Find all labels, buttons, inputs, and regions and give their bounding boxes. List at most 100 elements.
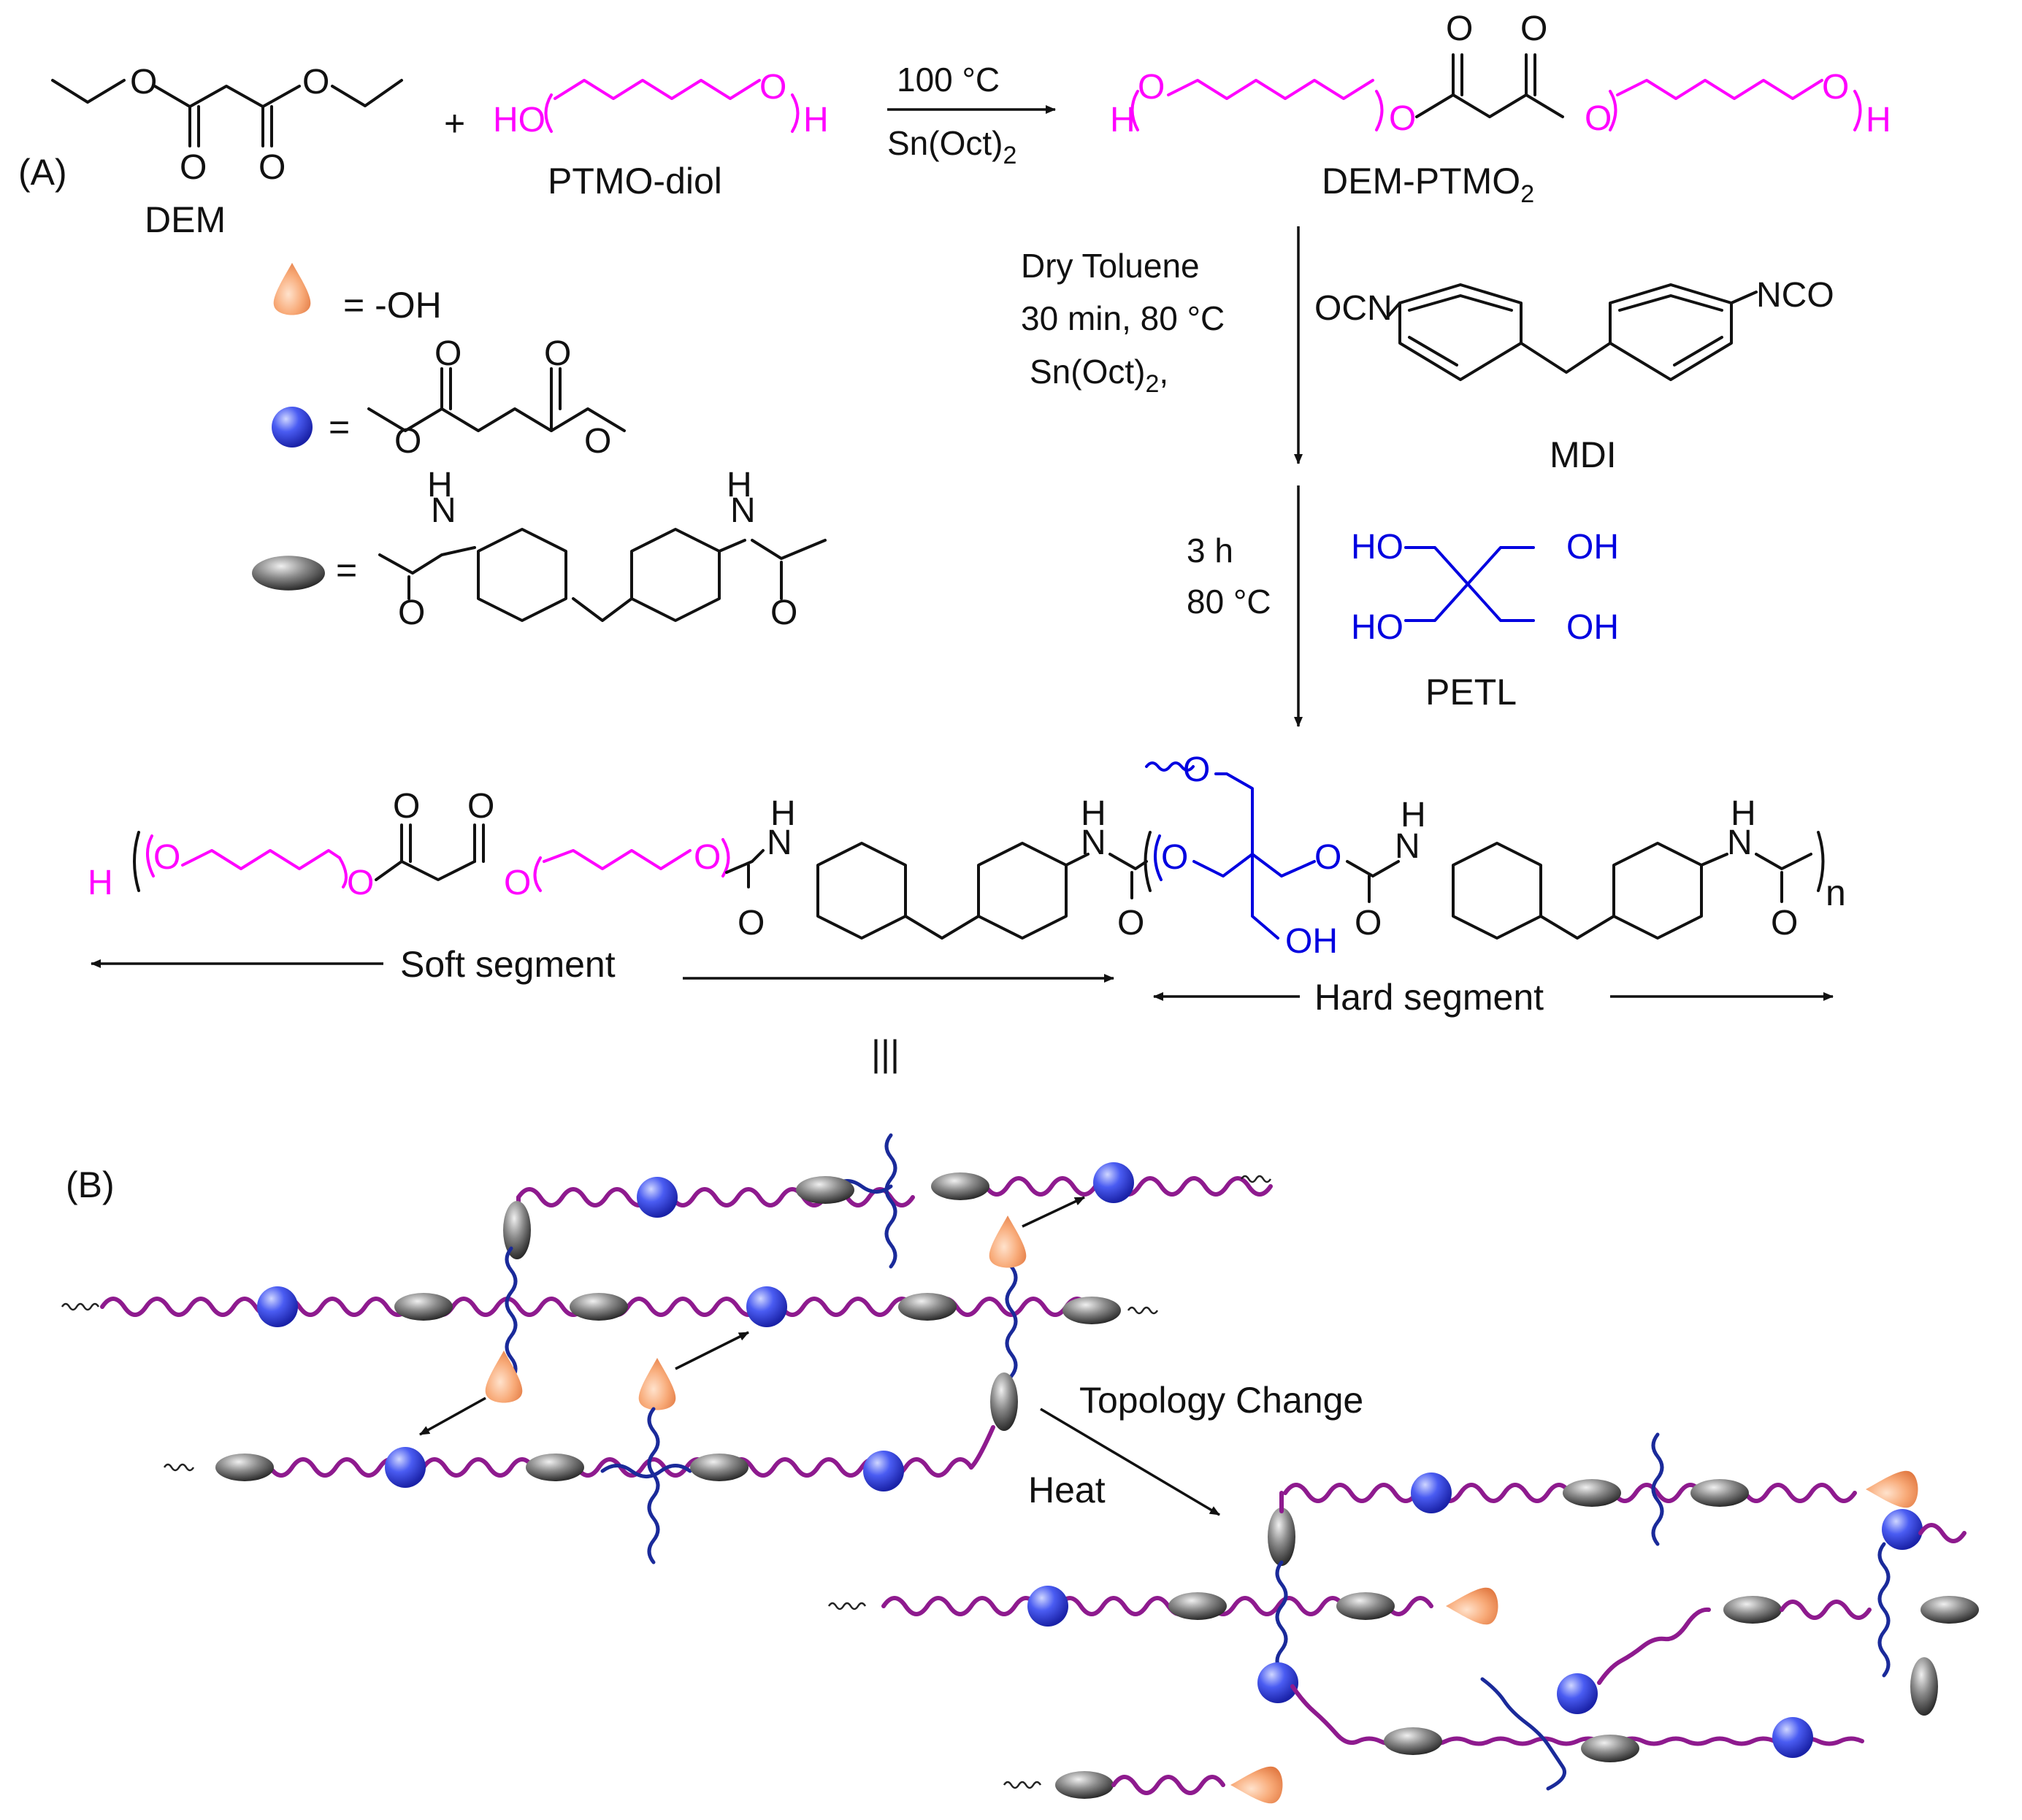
atom-o: O [1117,904,1144,942]
step1-temp: 100 °C [897,61,1000,99]
atom-o: O [759,68,786,107]
atom-ho: HO [1351,608,1403,647]
atom-o: O [180,148,207,187]
dem-ptmo2-structure: H O O O O O O H DEM-PTMO2 [1110,9,1891,208]
atom-n: N [767,823,792,862]
legend-eq: = [336,550,357,591]
ester-sphere [1093,1162,1134,1203]
urethane-ellipse [1055,1771,1114,1799]
atom-h: H [88,864,113,902]
hydroxyl-droplet [1230,1766,1283,1804]
urethane-ellipse-icon [252,556,325,591]
dem-label: DEM [145,199,226,240]
topology-change-arrow [1040,1408,1220,1516]
atom-h: H [427,466,453,504]
urethane-ellipse [526,1454,584,1481]
hydroxyl-droplet [989,1216,1027,1268]
urethane-ellipse [690,1454,748,1481]
atom-h: H [1081,794,1106,833]
panel-a-label: (A) [18,152,67,193]
atom-ocn: OCN [1314,289,1393,328]
hydroxyl-droplet [1866,1470,1918,1508]
ester-sphere [1257,1662,1298,1703]
urethane-ellipse [1268,1508,1295,1566]
topology-change-label: Topology Change [1079,1380,1363,1421]
atom-o: O [1520,9,1547,48]
legend-oh-label: = -OH [343,285,442,326]
urethane-ellipse [570,1293,628,1321]
atom-o: O [398,594,425,632]
atom-o: O [1446,9,1473,48]
urethane-ellipse [931,1172,989,1200]
urethane-ellipse [1168,1592,1227,1620]
urethane-ellipse [1336,1592,1395,1620]
hydroxyl-droplet [638,1358,676,1410]
ester-sphere [1882,1509,1923,1550]
urethane-ellipse [1723,1596,1782,1624]
atom-o: O [1822,68,1849,107]
soft-segment-label: Soft segment [400,944,616,985]
atom-o: O [1771,904,1798,942]
urethane-ellipse [1920,1596,1979,1624]
atom-o: O [544,334,571,373]
atom-h: H [1731,794,1756,833]
atom-o: O [347,864,374,902]
urethane-ellipse [215,1454,274,1481]
atom-h: H [727,466,752,504]
panel-b-label: (B) [66,1164,115,1205]
ester-sphere [637,1177,678,1218]
atom-o: O [130,63,157,101]
atom-o: O [302,63,329,101]
step2-solvent: Dry Toluene [1021,247,1200,285]
hydroxyl-droplet [485,1351,523,1403]
atom-h: H [803,101,829,139]
atom-ho: HO [1351,528,1403,567]
ester-sphere [1027,1586,1068,1627]
atom-n: N [1395,827,1420,866]
step2-arrow-group: Dry Toluene 30 min, 80 °C Sn(Oct)2, [1021,226,1303,464]
hard-segment-label: Hard segment [1314,977,1544,1018]
atom-n: N [431,491,456,530]
atom-o: O [694,838,721,877]
atom-o: O [394,422,421,461]
step3-temp: 80 °C [1187,583,1271,621]
urethane-ellipse [1384,1727,1442,1755]
atom-h: H [1866,101,1891,139]
mdi-label: MDI [1550,434,1617,475]
mdi-structure: OCN NCO MDI [1314,276,1834,475]
ester-sphere [1557,1673,1598,1714]
urethane-ellipse [1563,1479,1621,1507]
atom-n: N [1081,823,1106,862]
polymer-structure: H O O O O O O O N H N H O O [88,750,1846,961]
step2-catalyst: Sn(Oct)2, [1030,353,1168,398]
ester-sphere [257,1286,298,1327]
network-before [61,1133,1273,1564]
atom-nco: NCO [1756,276,1834,315]
petl-structure: HO OH HO OH PETL [1351,528,1619,713]
urethane-ellipse [503,1201,531,1259]
dem-structure: O O O O DEM [51,63,403,240]
step1-arrow-group: 100 °C Sn(Oct)2 [887,61,1056,169]
urethane-ellipse [394,1293,453,1321]
atom-ho: HO [493,101,545,139]
atom-oh: OH [1566,528,1619,567]
urethane-ellipse [898,1293,957,1321]
atom-oh: OH [1566,608,1619,647]
step2-time-temp: 30 min, 80 °C [1021,299,1225,337]
urethane-ellipse [1910,1657,1938,1716]
atom-o: O [1389,99,1416,138]
ester-sphere [385,1447,426,1488]
hydroxyl-droplet [1446,1587,1498,1625]
ester-sphere [863,1451,904,1491]
atom-h: H [1401,796,1426,834]
atom-o: O [1585,99,1612,138]
plus-sign: + [444,103,465,144]
ester-sphere-icon [272,407,313,448]
ester-sphere [1772,1717,1813,1758]
ester-sphere [1411,1472,1452,1513]
atom-o: O [504,864,531,902]
atom-oh: OH [1285,922,1338,961]
network-after [827,1432,1979,1804]
atom-o: O [738,904,765,942]
